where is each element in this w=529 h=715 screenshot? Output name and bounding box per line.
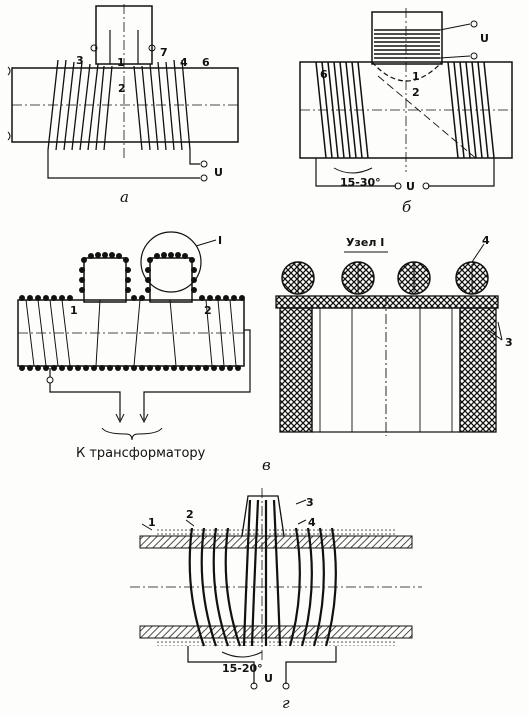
panel-a-label-4: 4 (180, 56, 188, 69)
panel-b-right-coil (447, 61, 495, 159)
panel-v-label-2: 2 (204, 304, 212, 317)
panel-v-node-marker: I (218, 234, 222, 247)
panel-a-label-7: 7 (160, 46, 168, 59)
panel-g-wall-bottom (139, 625, 413, 639)
panel-a-label-6: 6 (202, 56, 210, 69)
panel-g-label-3: 3 (306, 496, 314, 509)
panel-a-label-2: 2 (118, 82, 126, 95)
panel-b-branch-coil (374, 29, 440, 59)
panel-v-caption: в (262, 456, 271, 474)
panel-g-voltage: U (264, 672, 273, 685)
panel-v-label-1: 1 (70, 304, 78, 317)
panel-a-voltage: U (214, 166, 223, 179)
panel-a: 3 1 2 7 4 6 U а (7, 4, 239, 206)
panel-a-label-3: 3 (76, 54, 84, 67)
node-label-3: 3 (505, 336, 513, 349)
panel-b-angle: 15-30° (340, 176, 381, 189)
panel-v-node-detail: Узел I 4 3 (275, 234, 513, 436)
panel-b-voltage-top: U (480, 32, 489, 45)
panel-b-caption: б (402, 198, 412, 216)
panel-g-angle: 15-20° (222, 662, 263, 675)
panel-b-branch (371, 11, 443, 65)
panel-a-coil (47, 59, 191, 151)
panel-b-label-2: 2 (412, 86, 420, 99)
panel-v-transformer-text: К трансформатору (76, 446, 206, 461)
panel-g-label-4: 4 (308, 516, 316, 529)
node-insulation-top (275, 295, 499, 309)
panel-v: I 1 2 К трансформатору (17, 231, 251, 461)
node-insulation-left (279, 307, 313, 433)
panel-a-label-1: 1 (117, 56, 125, 69)
panel-a-caption: а (120, 188, 129, 206)
panel-b-label-6: 6 (320, 68, 328, 81)
panel-b: 6 1 2 U U 15-30° б (299, 8, 513, 216)
node-label-4: 4 (482, 234, 490, 247)
panel-g-label-1: 1 (148, 516, 156, 529)
node-conductors (281, 261, 489, 295)
panel-b-label-1: 1 (412, 70, 420, 83)
panel-v-coil-lines (25, 299, 237, 367)
panel-g-caption: г (282, 694, 290, 712)
panel-v-node-circle (140, 231, 202, 293)
panel-v-node-title: Узел I (346, 236, 384, 249)
panel-g: 1 2 3 4 15-20° U г (130, 488, 422, 712)
panel-g-coil (188, 499, 337, 647)
node-insulation-right (459, 307, 497, 433)
panel-b-left-coil (315, 61, 369, 159)
panel-g-label-2: 2 (186, 508, 194, 521)
panel-b-voltage-bottom: U (406, 180, 415, 193)
